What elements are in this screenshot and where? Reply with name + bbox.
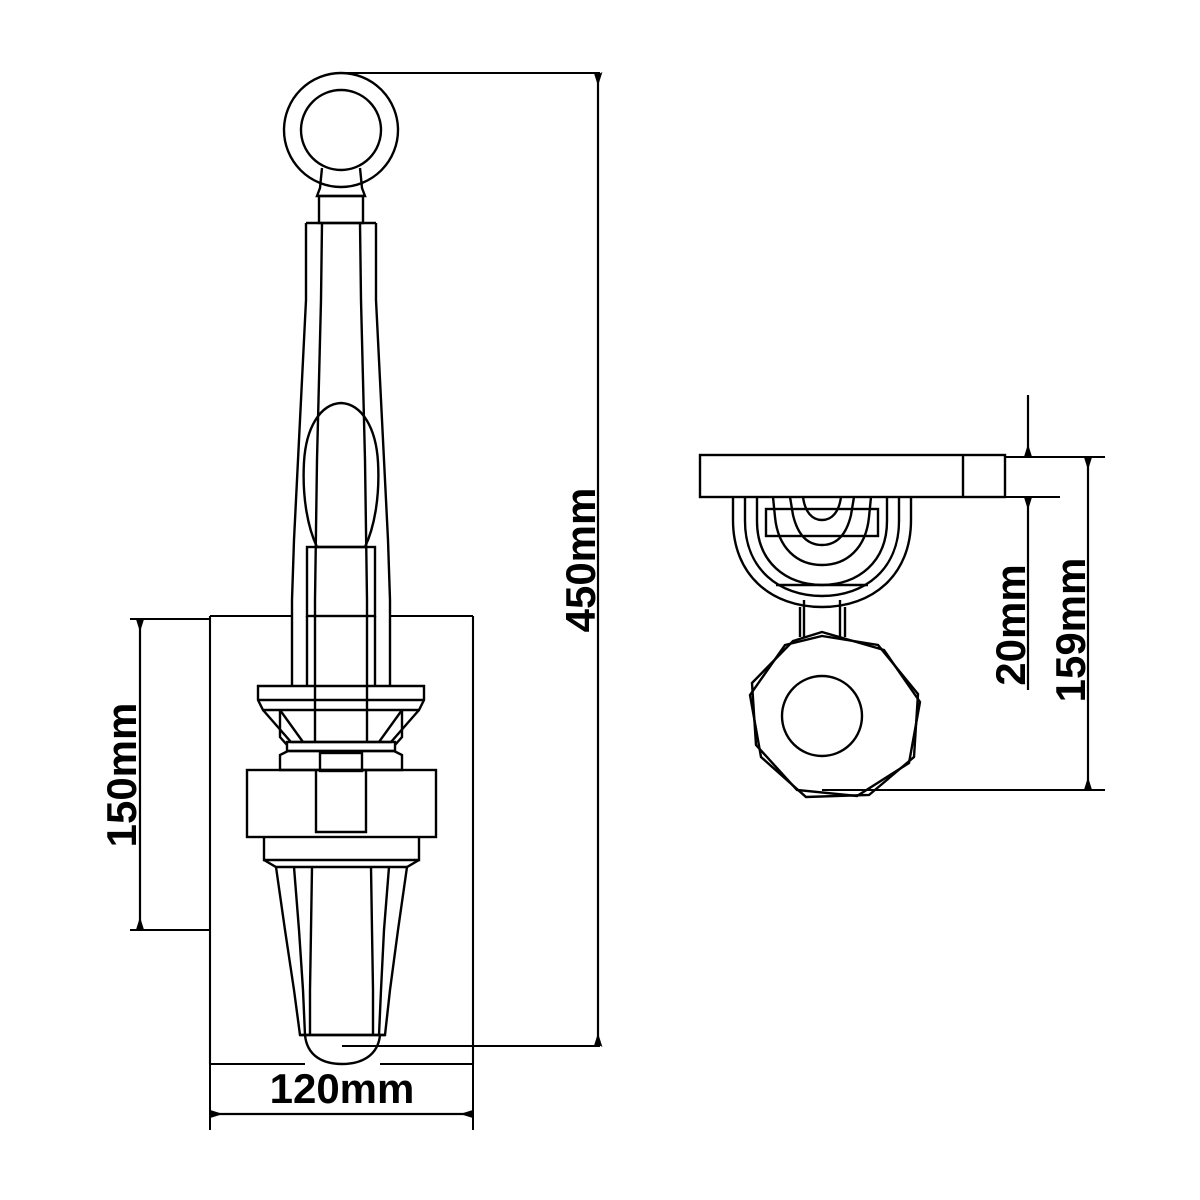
- front-elevation-view: [208, 71, 475, 1066]
- dimension-450mm-label: 450mm: [557, 488, 604, 633]
- ring-neck: [315, 167, 367, 225]
- dimension-120mm-label: 120mm: [270, 1065, 415, 1112]
- conical-cup: [262, 709, 420, 746]
- dimension-150mm: 150mm: [98, 618, 210, 931]
- dimension-20mm-label: 20mm: [987, 564, 1034, 685]
- dimension-150mm-label: 150mm: [98, 703, 145, 848]
- backplate-outline: [208, 614, 475, 1066]
- dimension-450mm: 450mm: [341, 72, 604, 1047]
- lower-cone: [274, 866, 409, 1066]
- neck-stem: [798, 600, 847, 637]
- body-lower-section: [290, 616, 392, 686]
- dome-band: [764, 507, 880, 538]
- dimension-20mm: 20mm: [963, 395, 1060, 690]
- wall-plate: [698, 453, 1007, 499]
- dimension-120mm: 120mm: [209, 1064, 474, 1130]
- upper-tapered-body: [290, 221, 392, 616]
- lower-collar-step: [262, 837, 421, 869]
- inner-flame-bulb: [302, 401, 380, 618]
- hanging-ring: [282, 71, 400, 189]
- faceted-body-polygon: [748, 630, 922, 799]
- dimension-159mm: 159mm: [1005, 456, 1105, 791]
- washer-plate: [285, 740, 397, 753]
- dome-mount: [731, 496, 913, 609]
- collar-body: [245, 768, 438, 839]
- dimension-159mm-label: 159mm: [1047, 558, 1094, 703]
- center-post: [314, 751, 368, 834]
- flange-plate: [256, 684, 426, 712]
- side-elevation-view: [698, 453, 1088, 799]
